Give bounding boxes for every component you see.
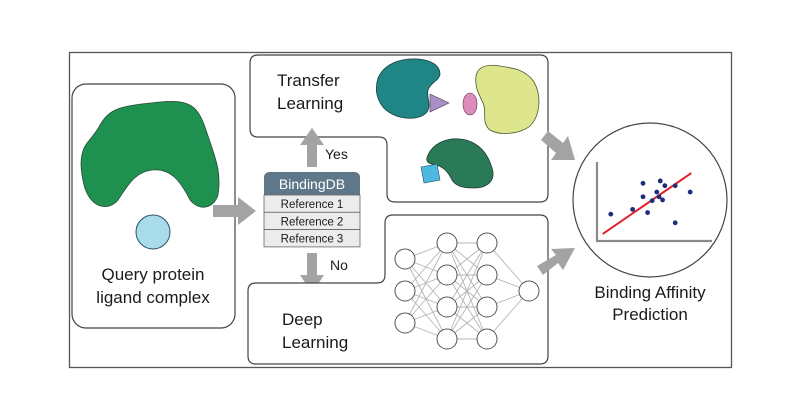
scatter-point [608, 211, 614, 217]
arrow-yes-up [300, 128, 324, 167]
scatter-point [687, 189, 693, 195]
arrow-transfer-to-prediction [541, 131, 575, 160]
nn-node-layer-1 [436, 328, 458, 350]
prediction-panel: Binding Affinity Prediction [572, 122, 728, 324]
purple-triangle-shape [429, 93, 450, 113]
deep-label-line2: Learning [282, 333, 348, 352]
scatter-point [656, 194, 662, 200]
scatter-points [608, 178, 693, 226]
ligand-circle [135, 214, 171, 250]
arrow-query-to-db [213, 197, 256, 225]
reference-row: Reference 1 [263, 194, 361, 213]
scatter-point [630, 207, 636, 212]
scatter-point [672, 220, 678, 226]
query-box: Query protein ligand complex [71, 83, 236, 329]
prediction-label-line1: Binding Affinity [594, 283, 706, 302]
pink-ellipse-shape [462, 92, 478, 116]
prediction-label-line2: Prediction [612, 305, 688, 324]
transfer-label-line2: Learning [277, 94, 343, 113]
nn-node-layer-2 [476, 264, 498, 286]
no-label: No [330, 257, 348, 273]
reference-row: Reference 2 [263, 211, 361, 231]
scatter-point [662, 183, 668, 189]
teal-protein-shape [375, 58, 441, 119]
nn-node-layer-0 [394, 312, 416, 334]
scatter-point [654, 189, 660, 195]
transfer-label-line1: Transfer [277, 71, 340, 90]
nn-node-layer-1 [436, 232, 458, 254]
blue-square-shape [420, 163, 441, 184]
nn-edge [446, 274, 488, 340]
nn-node-layer-1 [436, 296, 458, 318]
scatter-point [657, 178, 663, 184]
arrow-deep-to-prediction [537, 248, 575, 275]
reference-label: Reference 2 [281, 216, 344, 228]
nn-edge [486, 242, 530, 292]
bindingdb-title: BindingDB [279, 176, 345, 192]
reference-label: Reference 1 [281, 199, 344, 211]
deep-learning-box: Deep Learning [247, 214, 549, 365]
query-label-line1: Query protein [102, 265, 205, 284]
transfer-learning-box: Transfer Learning [249, 54, 549, 203]
yes-label: Yes [325, 146, 348, 162]
nn-node-layer-0 [394, 248, 416, 270]
protein-shape [80, 100, 220, 208]
nn-node-layer-0 [394, 280, 416, 302]
scatter-point [645, 210, 650, 215]
reference-row-bg [263, 229, 361, 248]
nn-edge [404, 242, 448, 324]
nn-edge [446, 242, 488, 340]
reference-label: Reference 3 [281, 234, 344, 246]
dark-green-protein-shape [426, 138, 494, 189]
scatter-point [660, 197, 665, 203]
bindingdb-header [264, 172, 360, 195]
yellow-protein-shape [475, 64, 540, 134]
nn-node-layer-1 [436, 264, 458, 286]
fit-line [602, 172, 692, 235]
nn-node-layer-2 [476, 232, 498, 254]
outer-frame [68, 51, 733, 369]
query-label-line2: ligand complex [96, 288, 210, 307]
scatter-point [640, 194, 646, 200]
neural-network-nodes [394, 232, 540, 350]
nn-node-layer-3 [518, 280, 540, 302]
nn-edge [486, 290, 530, 340]
nn-edge [404, 242, 448, 292]
deep-label-line1: Deep [282, 310, 323, 329]
nn-edge [446, 242, 488, 308]
scatter-point [672, 183, 678, 189]
nn-edge [404, 274, 448, 324]
nn-node-layer-2 [476, 296, 498, 318]
scatter-point [649, 198, 655, 204]
reference-rows: Reference 1 Reference 2 Reference 3 [263, 194, 361, 248]
reference-row: Reference 3 [263, 229, 361, 248]
scatter-point [640, 180, 646, 186]
plot-axes [595, 162, 712, 243]
nn-node-layer-2 [476, 328, 498, 350]
